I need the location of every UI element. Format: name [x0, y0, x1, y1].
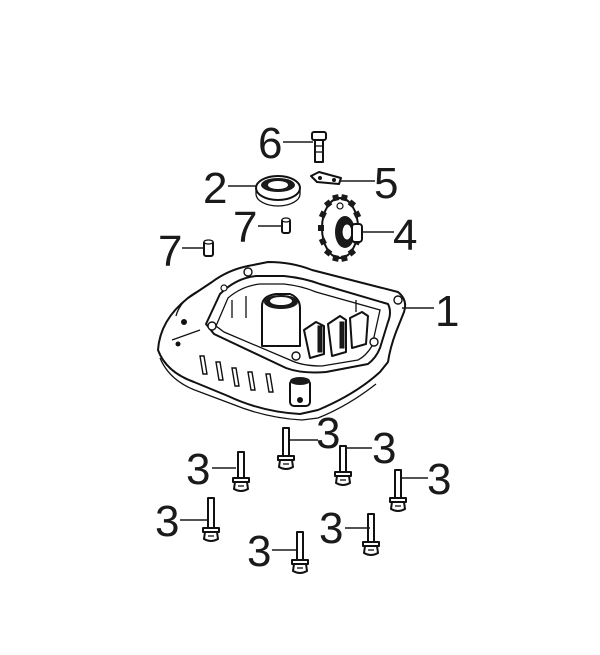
- flange-bolt: [232, 451, 250, 492]
- flange-bolt: [334, 445, 352, 486]
- callout-2: 2: [203, 164, 227, 213]
- part-7-dowel-pin-left: [203, 239, 214, 257]
- callout-4: 4: [393, 211, 417, 260]
- callout-1: 1: [435, 287, 459, 336]
- callout-7-left: 7: [158, 227, 182, 276]
- part-5-plate: [310, 171, 342, 185]
- leader-lines: [180, 141, 434, 551]
- callout-6: 6: [258, 119, 282, 168]
- callout-3d: 3: [427, 455, 451, 504]
- part-4-governor-gear: [318, 194, 363, 262]
- callout-labels: 6 2 5 7 7 4 1 3 3 3 3 3 3 3 3: [155, 119, 459, 576]
- part-6-bolt: [311, 131, 327, 163]
- flange-bolt: [202, 497, 220, 542]
- callout-3e: 3: [155, 497, 179, 546]
- callout-3c: 3: [372, 424, 396, 473]
- flange-bolt: [362, 513, 380, 556]
- callout-3g: 3: [247, 527, 271, 576]
- callout-3a: 3: [316, 409, 340, 458]
- callout-3f: 3: [319, 504, 343, 553]
- part-1-crankcase-cover: [157, 261, 407, 421]
- part-2-oil-seal: [255, 175, 301, 207]
- flange-bolt: [389, 469, 407, 512]
- flange-bolt: [291, 531, 309, 574]
- flange-bolt: [277, 427, 295, 470]
- part-3-bolts: [202, 427, 407, 574]
- callout-7-upper: 7: [233, 203, 257, 252]
- callout-5: 5: [374, 159, 398, 208]
- part-7-dowel-pin-upper: [281, 217, 291, 234]
- callout-3b: 3: [186, 445, 210, 494]
